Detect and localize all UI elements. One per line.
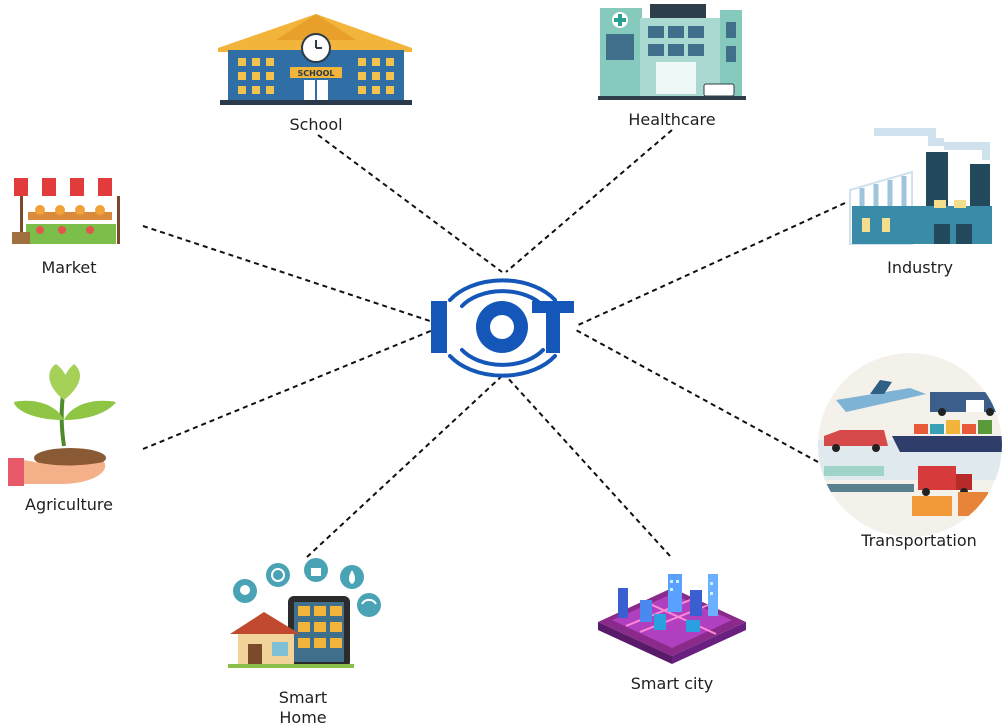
connector-industry bbox=[575, 202, 846, 327]
school-building-icon: SCHOOL bbox=[218, 14, 412, 105]
school-sign-text: SCHOOL bbox=[297, 69, 334, 78]
sprout-in-hand-icon bbox=[8, 364, 116, 486]
connector-market bbox=[142, 225, 434, 323]
hospital-building-icon bbox=[598, 4, 746, 100]
node-label-healthcare: Healthcare bbox=[628, 110, 716, 129]
node-label-industry: Industry bbox=[887, 258, 953, 277]
factory-icon bbox=[849, 128, 992, 245]
node-label-school: School bbox=[289, 115, 343, 134]
node-label-agriculture: Agriculture bbox=[25, 495, 113, 514]
connector-smart-home bbox=[306, 375, 503, 558]
connector-smart-city bbox=[505, 375, 671, 557]
transportation-collage-icon bbox=[818, 353, 1002, 537]
smart-device-icons bbox=[233, 558, 381, 617]
connector-healthcare bbox=[505, 129, 673, 273]
connector-agriculture bbox=[142, 329, 434, 450]
isometric-city-icon bbox=[598, 574, 746, 664]
node-label-smart-home: Smart Home bbox=[278, 688, 328, 727]
iot-logo bbox=[431, 278, 574, 378]
node-label-smart-city: Smart city bbox=[630, 674, 714, 693]
node-label-market: Market bbox=[41, 258, 97, 277]
connector-transportation bbox=[575, 329, 819, 463]
node-label-transportation: Transportation bbox=[861, 531, 977, 550]
connector-school bbox=[317, 134, 503, 273]
connector-lines bbox=[142, 129, 846, 558]
smart-home-phone-icon bbox=[228, 558, 381, 668]
market-stall-icon bbox=[12, 178, 126, 244]
